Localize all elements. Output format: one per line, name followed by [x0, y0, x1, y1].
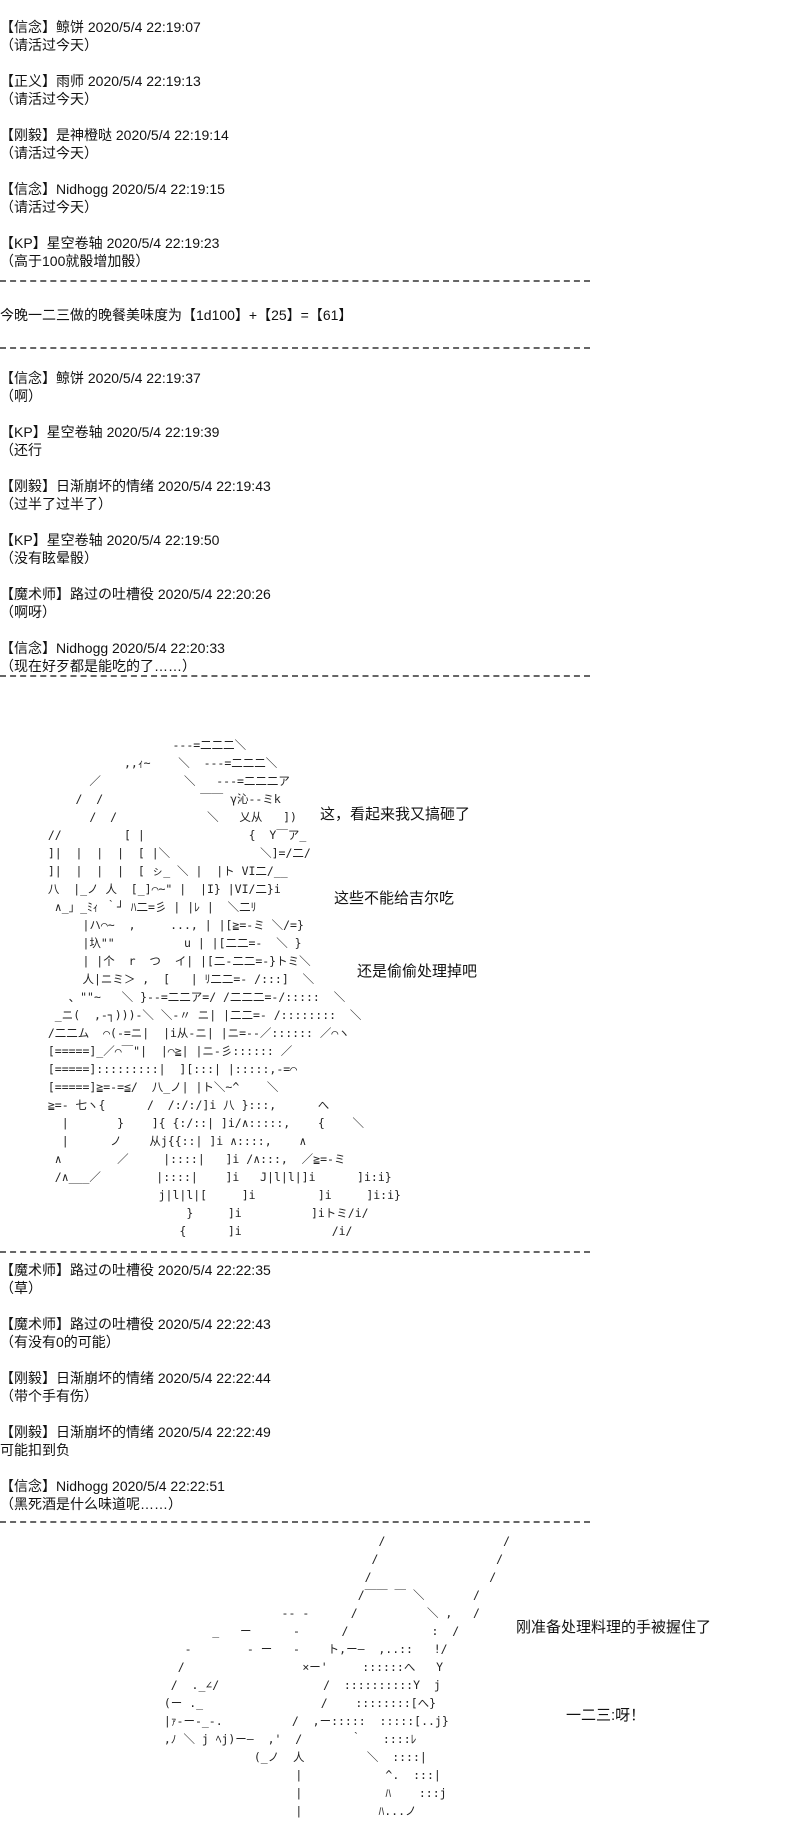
chat-log-section-3: 【魔术师】路过の吐槽役 2020/5/4 22:22:35（草）【魔术师】路过の… [0, 1261, 271, 1531]
entry-message: （没有眩晕骰） [0, 550, 98, 566]
chat-entry: 【魔术师】路过の吐槽役 2020/5/4 22:20:26 （啊呀） [0, 585, 271, 621]
chat-log-section-1: 【信念】鲸饼 2020/5/4 22:19:07（请活过今天）【正义】雨师 20… [0, 18, 229, 288]
entry-header: 【KP】星空卷轴 2020/5/4 22:19:39 [0, 424, 220, 440]
chat-entry: 【刚毅】是神橙哒 2020/5/4 22:19:14 （请活过今天） [0, 126, 229, 162]
speech-text: 还是偷偷处理掉吧 [357, 963, 478, 980]
entry-header: 【魔术师】路过の吐槽役 2020/5/4 22:20:26 [0, 586, 271, 602]
dice-result: 今晚一二三做的晚餐美味度为【1d100】+【25】=【61】 [0, 307, 353, 323]
chat-entry: 【KP】星空卷轴 2020/5/4 22:19:39 （还行 [0, 423, 271, 459]
entry-header: 【刚毅】日渐崩坏的情绪 2020/5/4 22:22:49 [0, 1424, 271, 1440]
entry-message: （带个手有伤） [0, 1388, 98, 1404]
entry-header: 【信念】Nidhogg 2020/5/4 22:20:33 [0, 640, 225, 656]
entry-message: （请活过今天） [0, 37, 98, 53]
entry-message: （过半了过半了） [0, 496, 112, 512]
entry-header: 【魔术师】路过の吐槽役 2020/5/4 22:22:35 [0, 1262, 271, 1278]
entry-message: （请活过今天） [0, 91, 98, 107]
entry-header: 【刚毅】日渐崩坏的情绪 2020/5/4 22:22:44 [0, 1370, 271, 1386]
chat-entry: 【刚毅】日渐崩坏的情绪 2020/5/4 22:22:44 （带个手有伤） [0, 1369, 271, 1405]
chat-entry: 【魔术师】路过の吐槽役 2020/5/4 22:22:43 （有没有0的可能） [0, 1315, 271, 1351]
entry-header: 【信念】Nidhogg 2020/5/4 22:19:15 [0, 181, 225, 197]
entry-header: 【魔术师】路过の吐槽役 2020/5/4 22:22:43 [0, 1316, 271, 1332]
speech-text: 这些不能给吉尔吃 [334, 890, 455, 907]
entry-message: 可能扣到负 [0, 1442, 70, 1458]
entry-header: 【刚毅】是神橙哒 2020/5/4 22:19:14 [0, 127, 229, 143]
entry-header: 【KP】星空卷轴 2020/5/4 22:19:50 [0, 532, 220, 548]
entry-header: 【信念】鲸饼 2020/5/4 22:19:07 [0, 19, 201, 35]
entry-message: （高于100就骰增加骰） [0, 253, 150, 269]
chat-entry: 【刚毅】日渐崩坏的情绪 2020/5/4 22:22:49 可能扣到负 [0, 1423, 271, 1459]
entry-message: （请活过今天） [0, 145, 98, 161]
entry-header: 【正义】雨师 2020/5/4 22:19:13 [0, 73, 201, 89]
speech-text: 刚准备处理料理的手被握住了 [516, 1619, 712, 1636]
entry-message: （有没有0的可能） [0, 1334, 120, 1350]
chat-entry: 【信念】Nidhogg 2020/5/4 22:22:51 （黑死酒是什么味道呢…… [0, 1477, 271, 1513]
divider [0, 1521, 590, 1523]
entry-message: （啊呀） [0, 604, 56, 620]
entry-message: （黑死酒是什么味道呢……） [0, 1496, 182, 1512]
chat-entry: 【KP】星空卷轴 2020/5/4 22:19:23 （高于100就骰增加骰） [0, 234, 229, 270]
chat-entry: 【信念】鲸饼 2020/5/4 22:19:37 （啊） [0, 369, 271, 405]
divider [0, 1251, 590, 1253]
chat-entry: 【刚毅】日渐崩坏的情绪 2020/5/4 22:19:43 （过半了过半了） [0, 477, 271, 513]
divider [0, 280, 590, 282]
entry-message: （啊） [0, 388, 42, 404]
entry-message: （现在好歹都是能吃的了……） [0, 658, 196, 674]
speech-text: 一二三:呀！ [566, 1707, 646, 1724]
chat-entry: 【信念】Nidhogg 2020/5/4 22:20:33 （现在好歹都是能吃的了… [0, 639, 271, 675]
ascii-art-scene-1: ---=二二二＼ ,,ｨ~ ＼ ---=二二二＼ ／ ＼ ---=二二二ア / … [47, 738, 401, 1238]
entry-message: （还行 [0, 442, 42, 458]
entry-header: 【信念】Nidhogg 2020/5/4 22:22:51 [0, 1478, 225, 1494]
entry-message: （请活过今天） [0, 199, 98, 215]
entry-message: （草） [0, 1280, 42, 1296]
divider [0, 347, 590, 349]
entry-header: 【信念】鲸饼 2020/5/4 22:19:37 [0, 370, 201, 386]
divider [0, 675, 590, 677]
chat-entry: 【魔术师】路过の吐槽役 2020/5/4 22:22:35 （草） [0, 1261, 271, 1297]
chat-entry: 【正义】雨师 2020/5/4 22:19:13 （请活过今天） [0, 72, 229, 108]
entry-header: 【KP】星空卷轴 2020/5/4 22:19:23 [0, 235, 220, 251]
ascii-art-scene-2: / / / / / / /￣￣ ￣ ＼ / -- - / [163, 1534, 511, 1818]
chat-log-section-2: 【信念】鲸饼 2020/5/4 22:19:37 （啊） 【KP】星空卷轴 2020… [0, 369, 271, 693]
chat-entry: 【信念】Nidhogg 2020/5/4 22:19:15 （请活过今天） [0, 180, 229, 216]
speech-text: 这，看起来我又搞砸了 [320, 806, 471, 823]
chat-entry: 【信念】鲸饼 2020/5/4 22:19:07 （请活过今天） [0, 18, 229, 54]
chat-entry: 【KP】星空卷轴 2020/5/4 22:19:50 （没有眩晕骰） [0, 531, 271, 567]
entry-header: 【刚毅】日渐崩坏的情绪 2020/5/4 22:19:43 [0, 478, 271, 494]
